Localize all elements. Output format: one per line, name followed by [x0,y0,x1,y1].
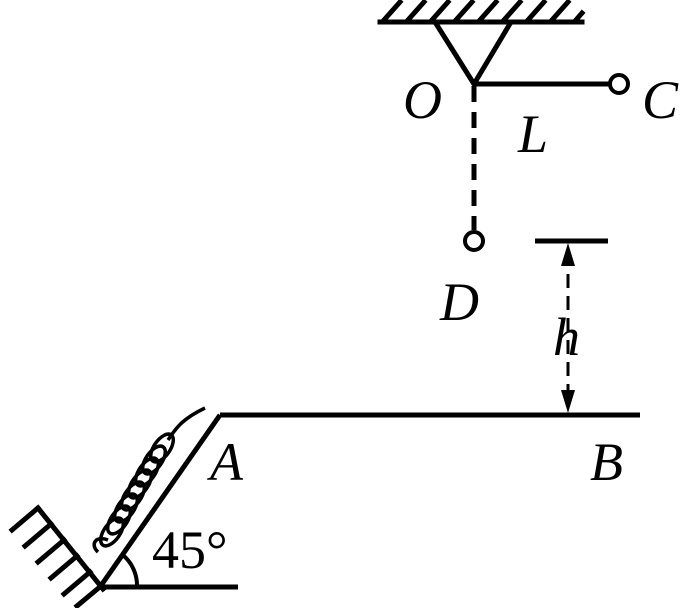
label-a: A [207,432,244,492]
spring [92,406,206,554]
ball-c [608,73,630,95]
wall-stop [8,504,107,608]
label-b: B [590,432,623,492]
incline [97,413,223,589]
ceiling-support [377,0,586,25]
height-arrowhead-up [561,243,575,266]
pivot-mount [432,20,514,87]
label-o: O [403,70,442,130]
label-angle: 45° [152,520,228,580]
label-h: h [553,307,580,367]
height-marker [535,238,608,404]
ball-d [463,230,485,252]
height-arrowhead-down [561,390,575,413]
label-l: L [517,104,548,164]
label-c: C [642,70,679,130]
label-d: D [439,272,479,332]
angle-arc [122,554,140,588]
